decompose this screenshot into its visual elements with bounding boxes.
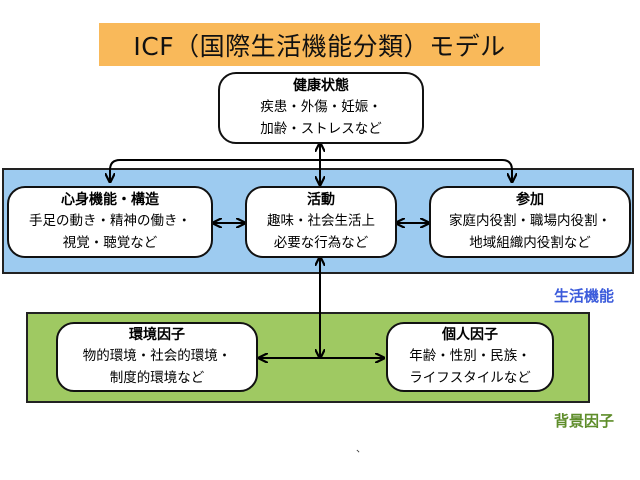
footnote-mark: 、 <box>356 444 366 455</box>
page-title: ICF（国際生活機能分類）モデル <box>133 31 506 61</box>
node-line: 必要な行為など <box>273 235 369 251</box>
node-body-functions: 心身機能・構造 手足の動き・精神の働き・ 視覚・聴覚など <box>7 186 213 258</box>
node-heading: 心身機能・構造 <box>61 192 159 208</box>
node-line: ライフスタイルなど <box>409 370 531 386</box>
node-heading: 健康状態 <box>293 78 349 94</box>
node-line: 疾患・外傷・妊娠・ <box>260 99 382 115</box>
node-heading: 活動 <box>307 192 335 208</box>
node-personal-factors: 個人因子 年齢・性別・民族・ ライフスタイルなど <box>386 322 554 392</box>
node-line: 趣味・社会生活上 <box>267 213 375 229</box>
node-line: 加齢・ストレスなど <box>260 121 382 137</box>
node-line: 視覚・聴覚など <box>62 235 158 251</box>
node-health-condition: 健康状態 疾患・外傷・妊娠・ 加齢・ストレスなど <box>218 72 424 144</box>
node-line: 年齢・性別・民族・ <box>409 348 531 364</box>
node-activity: 活動 趣味・社会生活上 必要な行為など <box>245 186 397 258</box>
node-line: 家庭内役割・職場内役割・ <box>449 213 611 229</box>
node-line: 物的環境・社会的環境・ <box>82 348 232 364</box>
title-banner: ICF（国際生活機能分類）モデル <box>99 23 540 66</box>
node-line: 制度的環境など <box>109 370 205 386</box>
contextual-factors-label: 背景因子 <box>554 412 615 430</box>
node-heading: 環境因子 <box>129 327 185 343</box>
node-heading: 参加 <box>516 192 544 208</box>
node-line: 地域組織内役割など <box>469 235 591 251</box>
functioning-label: 生活機能 <box>554 287 615 305</box>
node-heading: 個人因子 <box>442 327 498 343</box>
node-line: 手足の動き・精神の働き・ <box>29 213 191 229</box>
node-participation: 参加 家庭内役割・職場内役割・ 地域組織内役割など <box>429 186 631 258</box>
node-environmental-factors: 環境因子 物的環境・社会的環境・ 制度的環境など <box>56 322 258 392</box>
